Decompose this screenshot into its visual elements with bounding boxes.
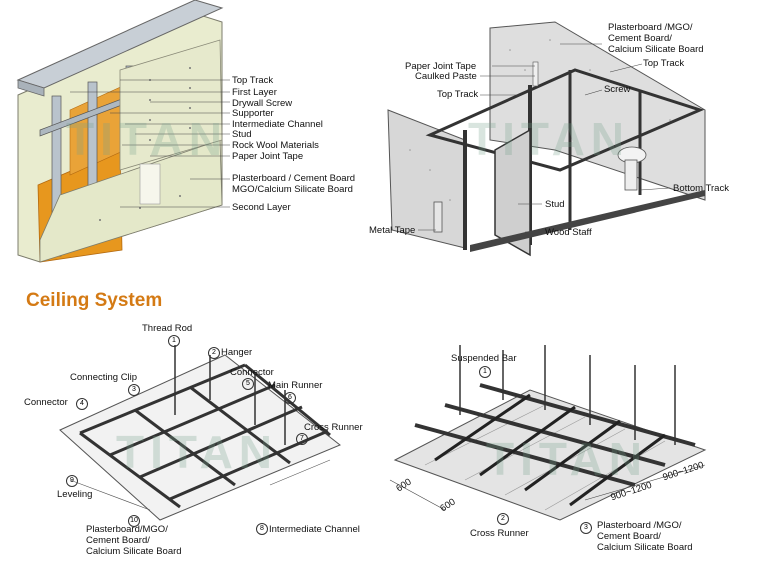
label-cross-runner-right: Cross Runner: [470, 528, 529, 539]
label-paper-joint-tape-right: Paper Joint Tape: [405, 61, 477, 72]
label-intermediate-channel-ceiling: Intermediate Channel: [269, 524, 360, 535]
callout-number-10: 10: [128, 515, 140, 527]
label-caulked-paste: Caulked Paste: [415, 71, 477, 82]
ceiling-left-board-line-3: Calcium Silicate Board: [86, 546, 182, 557]
board-label-ceiling-left: Plasterboard/MGO/ Cement Board/ Calcium …: [86, 524, 182, 557]
label-hanger: Hanger: [221, 347, 253, 358]
label-thread-rod: Thread Rod: [142, 323, 193, 334]
callout-right-number-3: 3: [580, 522, 592, 534]
label-stud-right: Stud: [545, 199, 565, 210]
callout-number-8: 8: [256, 523, 268, 535]
callout-number-5: 5: [242, 378, 254, 390]
board-line-1: Plasterboard /MGO/: [608, 22, 693, 33]
label-connector-left: Connector: [24, 397, 68, 408]
watermark-top-left: TITAN: [66, 113, 229, 165]
label-connector-right: Connector: [230, 367, 274, 378]
label-cross-runner-left: Cross Runner: [304, 422, 363, 433]
label-plasterboard-cement: Plasterboard / Cement Board: [232, 173, 356, 184]
partition-illustration: [387, 21, 706, 257]
board-line-3: Calcium Silicate Board: [608, 44, 704, 55]
callout-number-6: 6: [284, 392, 296, 404]
label-intermediate-channel: Intermediate Channel: [232, 119, 323, 130]
ceiling-right-board-line-3: Calcium Silicate Board: [597, 542, 693, 553]
watermark-top-right: TITAN: [468, 113, 631, 165]
watermark-bottom-right: TITAN: [486, 433, 649, 485]
callout-number-7: 7: [296, 433, 308, 445]
label-drywall-screw: Drywall Screw: [232, 98, 293, 109]
ceiling-left-board-line-2: Cement Board/: [86, 535, 150, 546]
ceiling-grid-right: [389, 345, 707, 521]
label-top-track-right-left: Top Track: [437, 89, 479, 100]
label-supporter: Supporter: [232, 108, 274, 119]
wall-cutaway-illustration: [16, 0, 230, 263]
label-paper-joint-tape: Paper Joint Tape: [232, 151, 304, 162]
callout-number-3: 3: [128, 384, 140, 396]
section-title-ceiling: Ceiling System: [26, 290, 163, 311]
label-rock-wool: Rock Wool Materials: [232, 140, 319, 151]
board-label-ceiling-right: Plasterboard /MGO/ Cement Board/ Calcium…: [597, 520, 693, 553]
label-main-runner: Main Runner: [268, 380, 323, 391]
callout-number-9: 9: [66, 475, 78, 487]
board-line-2: Cement Board/: [608, 33, 672, 44]
callout-number-1: 1: [168, 335, 180, 347]
callout-number-4: 4: [76, 398, 88, 410]
label-stud: Stud: [232, 129, 252, 140]
label-first-layer: First Layer: [232, 87, 277, 98]
label-bottom-track: Bottom Track: [673, 183, 729, 194]
label-leveling: Leveling: [57, 489, 93, 500]
board-label-right: Plasterboard /MGO/ Cement Board/ Calcium…: [608, 22, 704, 55]
callout-right-number-2: 2: [497, 513, 509, 525]
callout-right-number-1: 1: [479, 366, 491, 378]
label-top-track: Top Track: [232, 75, 274, 86]
watermark-bottom-left: TITAN: [116, 426, 279, 478]
label-metal-tape: Metal Tape: [369, 225, 416, 236]
callout-number-2: 2: [208, 347, 220, 359]
label-screw: Screw: [604, 84, 631, 95]
ceiling-left-board-line-1: Plasterboard/MGO/: [86, 524, 168, 535]
label-wood-staff: Wood Staff: [545, 227, 592, 238]
label-second-layer: Second Layer: [232, 202, 291, 213]
ceiling-right-board-line-1: Plasterboard /MGO/: [597, 520, 682, 531]
ceiling-right-board-line-2: Cement Board/: [597, 531, 661, 542]
label-top-track-right-upper: Top Track: [643, 58, 685, 69]
label-connecting-clip: Connecting Clip: [70, 372, 138, 383]
ceiling-grid-left: [59, 345, 341, 521]
label-mgo-calcium: MGO/Calcium Silicate Board: [232, 184, 353, 195]
label-suspended-bar: Suspended Bar: [451, 353, 517, 364]
